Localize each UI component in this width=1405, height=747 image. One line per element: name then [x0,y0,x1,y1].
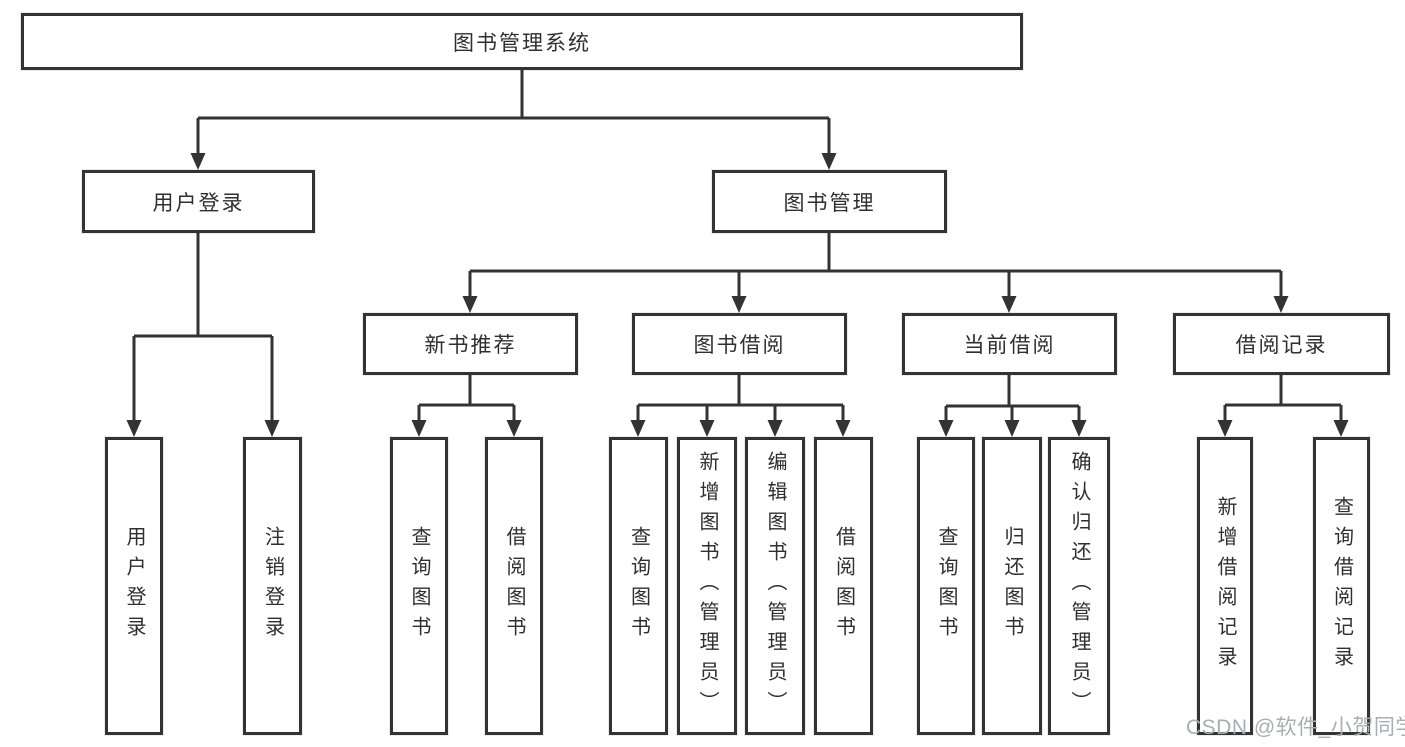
node-label: 新增借阅记录 [1214,496,1236,676]
node-label: 借阅记录 [1235,334,1328,357]
node-label: 确认归还（管理员） [1068,451,1090,721]
leaf-records-query-record: 查询借阅记录 [1313,437,1370,735]
node-borrowing-records: 借阅记录 [1173,313,1390,375]
leaf-logout: 注销登录 [243,437,302,735]
leaf-current-confirm-return-admin: 确认归还（管理员） [1048,437,1110,735]
leaf-borrow-query-books: 查询图书 [609,437,668,735]
node-label: 查询图书 [408,526,430,646]
node-label: 当前借阅 [963,334,1056,357]
leaf-borrow-edit-books-admin: 编辑图书（管理员） [745,437,805,735]
node-library-management-system: 图书管理系统 [21,13,1023,70]
node-label: 借阅图书 [503,526,525,646]
node-label: 新书推荐 [424,334,517,357]
node-label: 新增图书（管理员） [696,451,718,721]
node-label: 注销登录 [261,526,284,646]
node-label: 查询借阅记录 [1330,496,1353,676]
node-new-book-recommendation: 新书推荐 [363,313,578,375]
node-label: 借阅图书 [832,526,855,646]
node-label: 图书借阅 [693,334,786,357]
node-user-login-group: 用户登录 [82,170,315,233]
node-label: 用户登录 [123,526,145,646]
node-label: 图书管理 [783,191,876,215]
leaf-borrow-add-books-admin: 新增图书（管理员） [677,437,737,735]
leaf-newrec-borrow-books: 借阅图书 [485,437,543,735]
node-label: 查询图书 [935,526,957,646]
leaf-records-add-record: 新增借阅记录 [1197,437,1253,735]
node-label: 用户登录 [152,191,245,215]
node-label: 图书管理系统 [453,31,591,55]
leaf-borrow-borrow-books: 借阅图书 [814,437,873,735]
node-current-borrowing: 当前借阅 [902,313,1117,375]
leaf-user-login: 用户登录 [105,437,163,735]
leaf-newrec-query-books: 查询图书 [390,437,448,735]
leaf-current-query-books: 查询图书 [917,437,975,735]
leaf-current-return-books: 归还图书 [982,437,1042,735]
node-book-borrowing: 图书借阅 [632,313,847,375]
node-label: 归还图书 [1001,526,1023,646]
csdn-watermark: CSDN @软件_小贺同学 [1186,716,1405,739]
node-label: 查询图书 [627,526,650,646]
node-book-management-group: 图书管理 [712,170,947,233]
node-label: 编辑图书（管理员） [764,451,786,721]
